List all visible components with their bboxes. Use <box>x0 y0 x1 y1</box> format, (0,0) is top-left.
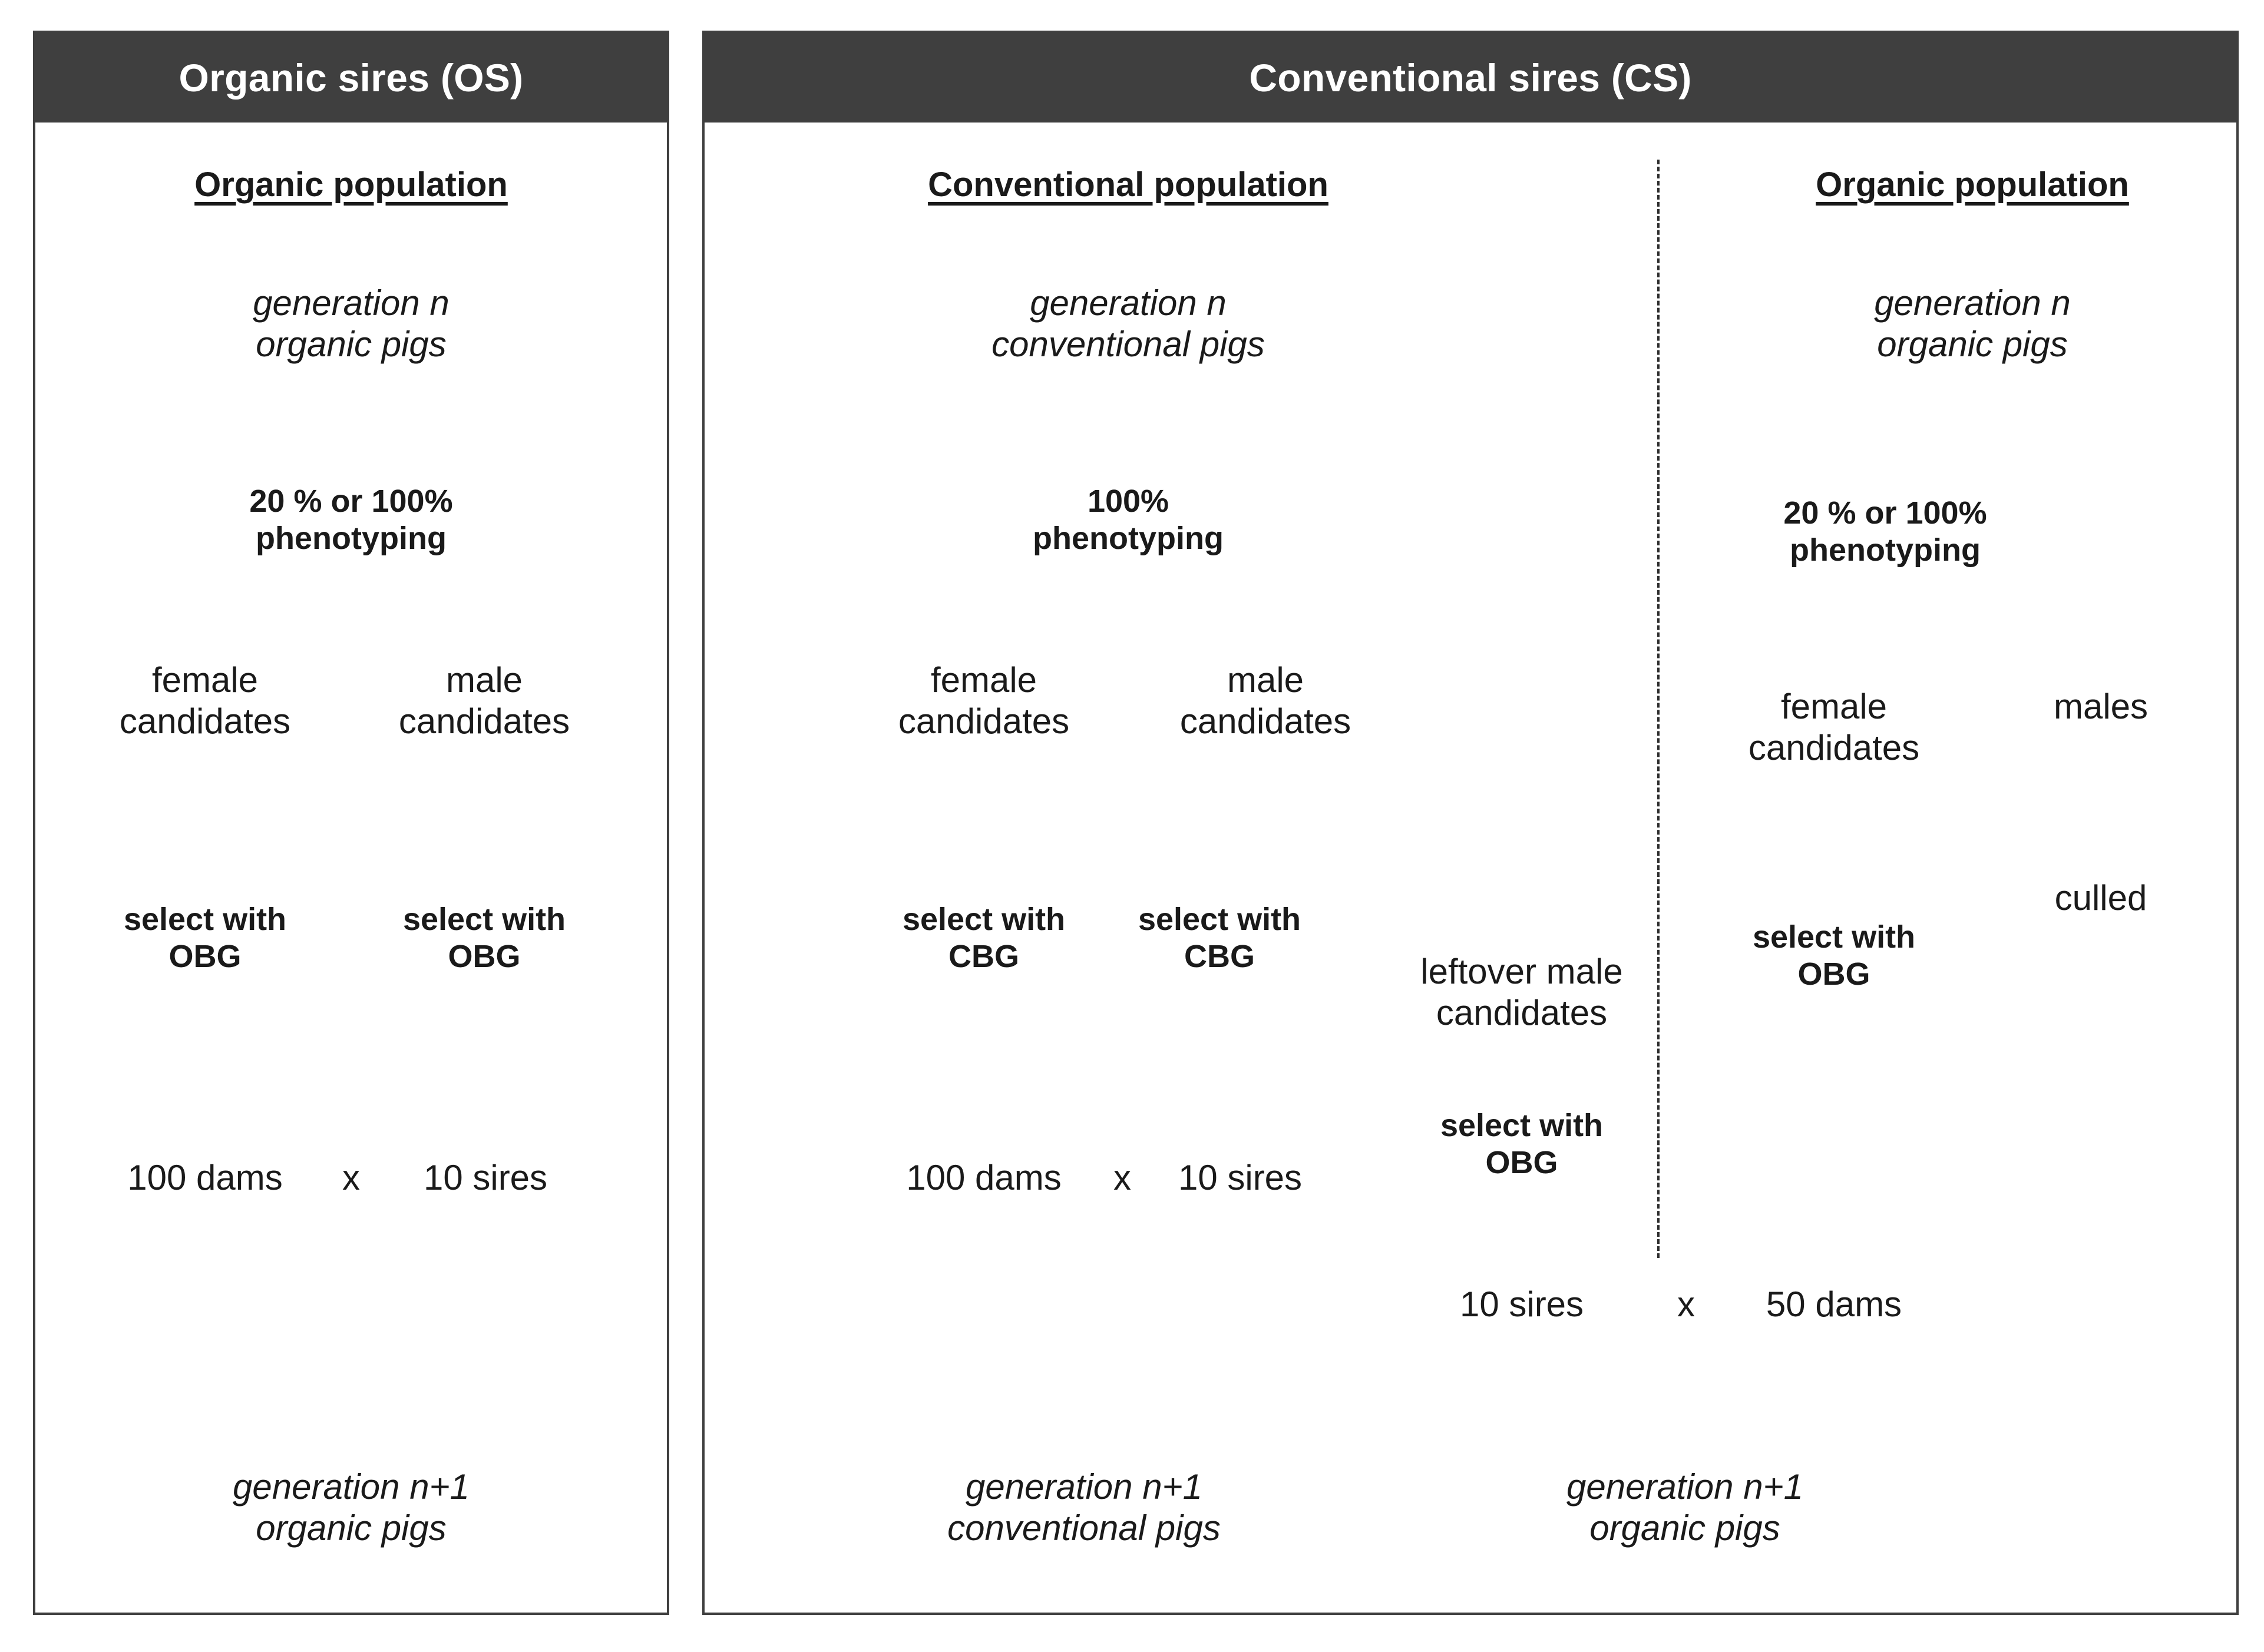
cs-leftover-select-label: select with OBG <box>1440 1108 1604 1180</box>
os-root-label: generation n organic pigs <box>253 283 450 364</box>
cs-conventional-male-candidates-label: male candidates <box>1179 660 1351 741</box>
cs-organic-root-label: generation n organic pigs <box>1874 283 2071 364</box>
cs-organic-dams-label: 50 dams <box>1766 1284 1902 1324</box>
panel-organic-sires-header: Organic sires (OS) <box>35 33 667 123</box>
os-sires-label: 10 sires <box>423 1158 548 1197</box>
os-female-candidates-label: female candidates <box>119 660 291 741</box>
panel-organic-sires: Organic sires (OS) <box>33 31 669 1615</box>
cs-organic-female-candidates-label: female candidates <box>1748 687 1920 767</box>
cs-conventional-select-female-label: select with CBG <box>902 902 1066 974</box>
cs-organic-males-label: males <box>2053 687 2149 726</box>
cs-organic-select-female-label: select with OBG <box>1752 919 1916 992</box>
os-cross-symbol: x <box>342 1158 360 1197</box>
os-phenotyping-label: 20 % or 100% phenotyping <box>249 484 453 556</box>
cs-conventional-dams-label: 100 dams <box>906 1158 1062 1197</box>
os-male-candidates-label: male candidates <box>398 660 570 741</box>
cs-conventional-phenotyping-label: 100% phenotyping <box>1033 484 1224 556</box>
cs-organic-culled-label: culled <box>2054 878 2147 918</box>
os-column-title: Organic population <box>194 165 508 204</box>
cs-organic-phenotyping-label: 20 % or 100% phenotyping <box>1783 495 1987 568</box>
cs-conventional-title: Conventional population <box>928 165 1328 204</box>
cs-organic-cross-symbol: x <box>1677 1284 1695 1324</box>
cs-conventional-female-candidates-label: female candidates <box>898 660 1070 741</box>
cs-organic-offspring-label: generation n+1 organic pigs <box>1566 1467 1803 1548</box>
os-select-female-label: select with OBG <box>123 902 287 974</box>
population-divider <box>1657 160 1660 1258</box>
cs-conventional-root-label: generation n conventional pigs <box>991 283 1265 364</box>
cs-conventional-offspring-label: generation n+1 conventional pigs <box>947 1467 1221 1548</box>
os-offspring-label: generation n+1 organic pigs <box>232 1467 470 1548</box>
panel-conventional-sires: Conventional sires (CS) <box>702 31 2239 1615</box>
cs-conventional-cross-symbol: x <box>1113 1158 1131 1197</box>
cs-conventional-sires-label: 10 sires <box>1178 1158 1303 1197</box>
panel-conventional-sires-header: Conventional sires (CS) <box>705 33 2236 123</box>
cs-leftover-label: leftover male candidates <box>1420 952 1623 1032</box>
os-select-male-label: select with OBG <box>402 902 566 974</box>
os-dams-label: 100 dams <box>127 1158 283 1197</box>
cs-leftover-sires-label: 10 sires <box>1459 1284 1584 1324</box>
cs-conventional-select-male-label: select with CBG <box>1138 902 1301 974</box>
cs-organic-title: Organic population <box>1816 165 2129 204</box>
